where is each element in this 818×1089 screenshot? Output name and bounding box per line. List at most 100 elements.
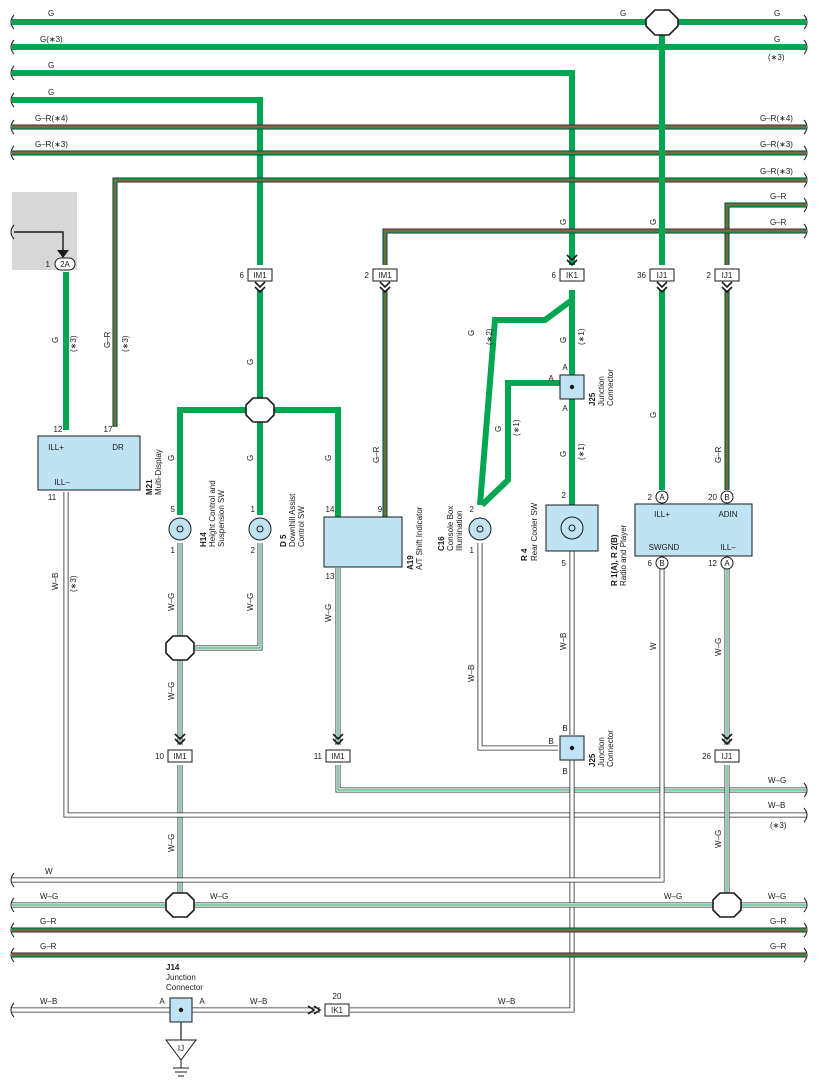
- connector-im1-10: [167, 733, 193, 763]
- connector-im1-6: IM1: [247, 268, 273, 293]
- wire-label-24: G–R: [372, 446, 381, 463]
- ground-ij-label: IJ: [178, 1044, 184, 1053]
- wire-label-2: G: [620, 9, 626, 18]
- wire-label-29: (∗1): [577, 328, 586, 345]
- wire-label-5: G: [774, 35, 780, 44]
- radio-pin-20-conn: B: [724, 493, 729, 502]
- wire-label-43: W–B: [467, 665, 476, 682]
- bus-breaks: [10, 14, 808, 1018]
- j25-bottom-name-1: Junction: [597, 737, 606, 767]
- j14-name-1: Junction: [166, 973, 196, 982]
- a19-pin-9: 9: [378, 505, 383, 514]
- splice-wg-bottom-right: [712, 892, 742, 918]
- connector-ij1-2: [714, 268, 740, 293]
- wire-label-8: G: [48, 88, 54, 97]
- wire-label-10: G–R(∗4): [760, 114, 793, 123]
- radio-name: Radio and Player: [619, 524, 628, 586]
- wire-label-36: G–R: [714, 446, 723, 463]
- wire-label-37: W–B: [51, 573, 60, 590]
- wire-label-32: G: [559, 451, 568, 457]
- h14-pin-1: 1: [171, 546, 176, 555]
- radio-adin: ADIN: [718, 510, 737, 519]
- m21-box: [37, 435, 141, 491]
- radio-pin-6: 6: [648, 559, 653, 568]
- wire-label-57: G–R: [40, 917, 57, 926]
- connector-ik1-20: [307, 1003, 350, 1017]
- wire-label-53: W–G: [40, 892, 58, 901]
- wire-label-60: G–R: [770, 942, 787, 951]
- pin-im1-2: 2: [365, 271, 370, 280]
- wire-label-3: G: [774, 9, 780, 18]
- label-im1-10: IM1: [173, 752, 187, 761]
- r4-pin-5: 5: [562, 559, 567, 568]
- wire-label-48: W–G: [714, 830, 723, 848]
- wire-label-16: G: [51, 337, 60, 343]
- wire-label-41: W–G: [167, 682, 176, 700]
- wire-label-42: W–G: [324, 604, 333, 622]
- label-ij1-2: IJ1: [722, 271, 733, 280]
- h14-pin-5: 5: [171, 505, 176, 514]
- wire-label-6: (∗3): [768, 53, 785, 62]
- wire-label-61: W–B: [40, 997, 57, 1006]
- wire-label-14: G–R: [770, 192, 787, 201]
- pin-im1-6: 6: [240, 271, 245, 280]
- label-ik1-6: IK1: [566, 271, 579, 280]
- bus-gr-ij1: [724, 202, 806, 265]
- j25-bottom-pin-b-bottom: B: [562, 767, 567, 776]
- d5-id: D 5: [279, 534, 288, 547]
- d5-pin-2: 2: [251, 546, 256, 555]
- wire-label-25: G: [467, 330, 476, 336]
- wire-label-31: (∗1): [512, 419, 521, 436]
- wire-label-1: G: [48, 9, 54, 18]
- m21-ill-minus: ILL–: [54, 478, 70, 487]
- m21-pin-11: 11: [48, 493, 57, 502]
- wire-label-19: (∗3): [121, 335, 130, 352]
- j25-bottom-pin-b-top: B: [562, 724, 567, 733]
- d5-switch: [248, 517, 272, 541]
- d5-name-1: Downhill Assist: [288, 493, 297, 547]
- label-ik1-20: IK1: [331, 1006, 344, 1015]
- c16-pin-2: 2: [470, 505, 475, 514]
- label-im1-11: IM1: [331, 752, 345, 761]
- m21-pin-12: 12: [54, 425, 63, 434]
- source-box: [12, 192, 77, 270]
- wire-label-7: G: [48, 61, 54, 70]
- wire-label-54: W–G: [210, 892, 228, 901]
- wire-label-39: W–G: [167, 593, 176, 611]
- bus-g-ik1: [12, 70, 575, 265]
- wire-label-46: W–G: [714, 638, 723, 656]
- h14-id: H14: [199, 532, 208, 547]
- wire-label-26: (∗2): [485, 328, 494, 345]
- wire-label-63: W–B: [498, 997, 515, 1006]
- a19-name: A/T Shift Indicator: [415, 506, 424, 570]
- pin-im1-10: 10: [155, 752, 164, 761]
- radio-pin-2: 2: [648, 493, 653, 502]
- splice-wg-bottom-left: [165, 892, 195, 918]
- wire-label-12: G–R(∗3): [760, 140, 793, 149]
- r4-pin-2: 2: [562, 491, 567, 500]
- d5-pin-1: 1: [251, 505, 256, 514]
- radio-pin-12-conn: A: [724, 559, 730, 568]
- wire-label-55: W–G: [664, 892, 682, 901]
- pin-ik1-6: 6: [552, 271, 557, 280]
- label-ij1-26: IJ1: [722, 752, 733, 761]
- j25-top-pin-a-left: A: [548, 374, 554, 383]
- a19-pin-14: 14: [326, 505, 335, 514]
- pin-2a-1: 1: [46, 260, 51, 269]
- m21-pin-17: 17: [104, 425, 113, 434]
- label-2a: 2A: [60, 260, 70, 269]
- wire-label-38: (∗3): [69, 575, 78, 592]
- a19-id: A19: [406, 555, 415, 570]
- connector-im1-2: [372, 268, 398, 293]
- splice-im1: [245, 397, 275, 423]
- j25-top-pin-a-bottom: A: [562, 404, 568, 413]
- connector-ik1-6: [559, 254, 585, 282]
- h14-name-2: Suspension SW: [217, 490, 226, 547]
- c16-id: C16: [437, 536, 446, 551]
- ground-triangle: [165, 1039, 197, 1061]
- wire-label-30: G: [494, 426, 503, 432]
- j14-name-2: Connector: [166, 983, 203, 992]
- h14-name-1: Height Control and: [208, 480, 217, 547]
- j14-id: J14: [166, 963, 180, 972]
